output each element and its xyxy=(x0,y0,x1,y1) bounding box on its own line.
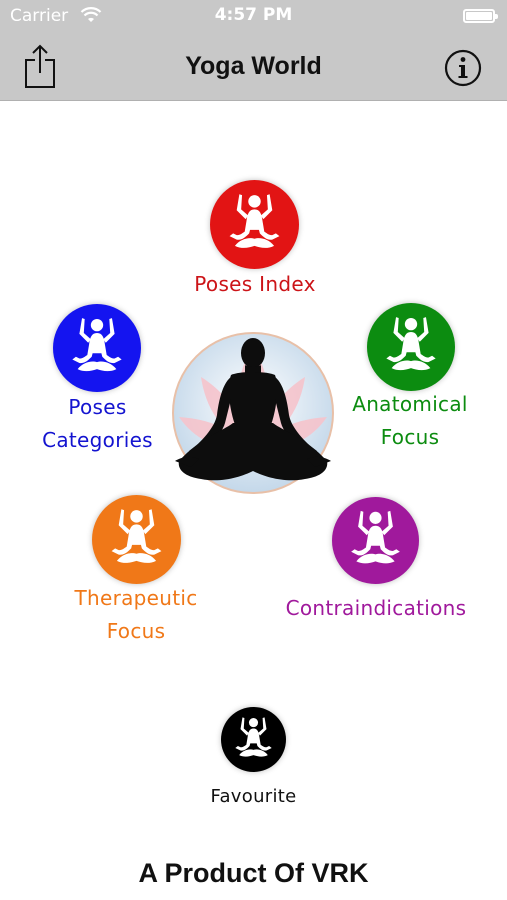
therapeutic-focus-button[interactable] xyxy=(92,495,181,584)
status-time: 4:57 PM xyxy=(214,5,293,25)
share-icon[interactable] xyxy=(22,42,58,90)
yoga-pose-icon xyxy=(235,717,272,757)
yoga-pose-icon xyxy=(351,510,400,564)
carrier-label: Carrier xyxy=(10,6,69,26)
anatomical-focus-button[interactable] xyxy=(367,303,455,391)
poses-categories-button[interactable] xyxy=(53,304,141,392)
contraindications-button[interactable] xyxy=(332,497,419,584)
status-bar: Carrier 4:57 PM xyxy=(0,0,507,34)
poses-index-label[interactable]: Poses Index xyxy=(194,272,316,296)
yoga-pose-icon xyxy=(72,318,122,372)
info-icon[interactable] xyxy=(444,49,482,87)
anatomical-focus-label[interactable]: Anatomical Focus xyxy=(352,392,468,449)
footer-credit: A Product Of VRK xyxy=(138,858,369,888)
poses-categories-label[interactable]: Poses Categories xyxy=(42,395,153,452)
contraindications-label[interactable]: Contraindications xyxy=(285,596,467,620)
yoga-pose-icon xyxy=(111,509,162,563)
poses-index-button[interactable] xyxy=(210,180,299,269)
page-title: Yoga World xyxy=(185,52,322,80)
yoga-pose-icon xyxy=(229,194,280,248)
favourite-label[interactable]: Favourite xyxy=(210,786,297,807)
favourite-button[interactable] xyxy=(221,707,286,772)
meditating-woman-image xyxy=(172,332,334,494)
yoga-pose-icon xyxy=(386,317,436,371)
wifi-icon xyxy=(80,7,102,22)
navigation-bar: Yoga World xyxy=(0,34,507,101)
therapeutic-focus-label[interactable]: Therapeutic Focus xyxy=(74,586,198,643)
battery-icon xyxy=(463,9,498,23)
